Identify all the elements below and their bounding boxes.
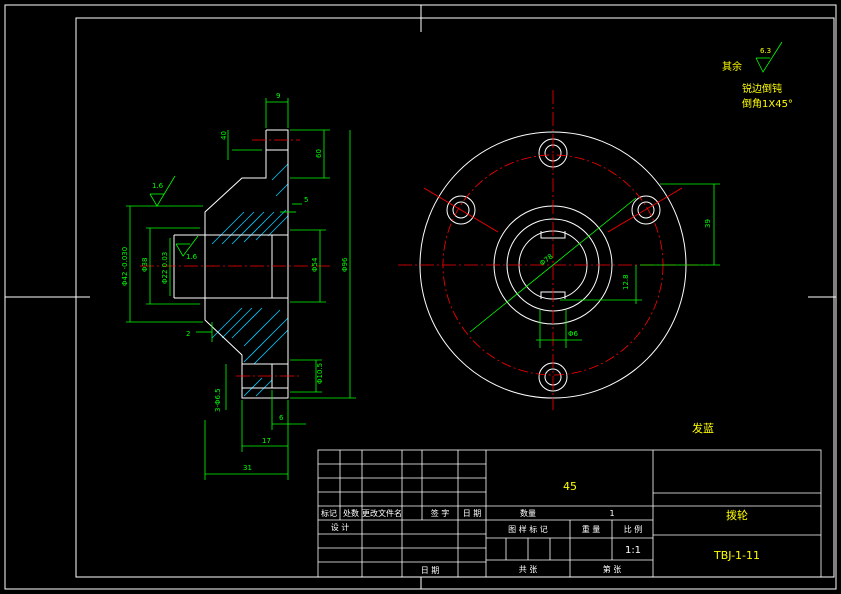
title-rev-mark: 标记 [321,508,337,518]
title-designer: 设 计 [331,522,350,532]
section-outline [173,129,289,399]
title-block [317,449,822,578]
dim-keyway: Φ22 0.03 [161,252,169,284]
dim-key-12-8: 12.8 [622,274,630,290]
title-sheet-label: 第 张 [603,564,622,574]
dim-step: 5 [304,196,308,204]
note-line-2: 倒角1X45° [742,98,793,110]
dim-bore-d2: Φ38 [141,258,149,272]
section-view [126,98,356,480]
dim-bore-dia: Φ54 [311,257,319,272]
title-part-name: 拨轮 [726,508,748,522]
note-line-1: 锐边倒钝 [742,82,782,95]
title-rev-doc: 更改文件名 [362,508,402,518]
title-rev-count: 处数 [343,508,359,518]
dim-len-17: 17 [262,437,271,445]
dim-overall-dia: Φ96 [341,257,349,272]
dim-hole-side: Φ10.5 [316,363,324,384]
note-remaining-roughness: 6.3 [760,47,771,55]
end-view-centerlines [398,90,708,410]
dim-left-small: 40 [220,131,228,140]
title-rev-sign: 签 字 [431,508,450,518]
dim-key-width: Φ6 [568,330,579,338]
end-view-dimlines [469,183,720,348]
section-hatch [211,163,289,397]
roughness-left-value: 1.6 [152,182,164,190]
title-quantity-label: 数量 [520,508,536,518]
roughness-symbols [149,175,199,257]
dim-len-31: 31 [243,464,252,472]
section-centerlines [140,139,330,377]
dim-right-top: 60 [315,149,323,158]
title-quantity-value: 1 [609,509,614,518]
title-stage-label: 图 样 标 记 [508,524,548,534]
end-view [398,90,720,410]
dim-len-6: 6 [279,414,284,422]
dim-shaft-dia: Φ42 -0.030 [121,247,129,286]
note-heat-treatment: 发蓝 [692,421,714,435]
note-remaining-label: 其余 [722,60,742,73]
title-scale-label: 比 例 [624,524,643,534]
roughness-mid-value: 1.6 [186,253,198,261]
title-drawing-no: TBJ-1-11 [713,549,760,562]
title-weight-label: 重 量 [582,524,601,534]
dim-chamfer: 2 [186,330,190,338]
title-sheets-label: 共 张 [519,565,538,574]
title-rev-date: 日 期 [463,509,482,518]
section-dimlines [126,98,356,480]
title-material: 45 [563,480,577,493]
remaining-roughness-symbol [755,41,783,73]
title-date-label: 日 期 [421,566,440,575]
dim-holes: 3-Φ6.5 [214,388,222,412]
dim-vert-39: 39 [704,219,712,228]
title-scale: 1:1 [625,545,641,556]
dim-top-width: 9 [276,92,280,100]
